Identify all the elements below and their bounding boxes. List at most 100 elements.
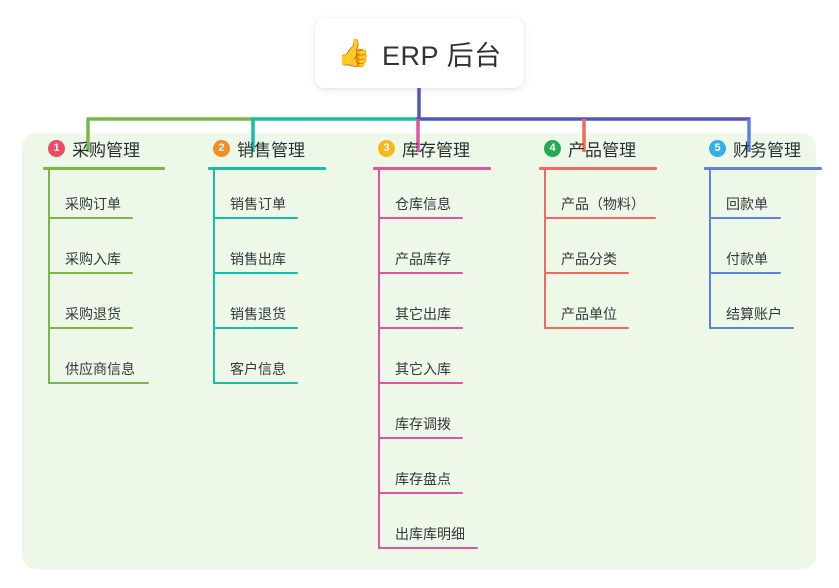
menu-item[interactable]: 采购入库 bbox=[33, 225, 203, 280]
category-title-1: 采购管理 bbox=[72, 140, 140, 160]
menu-item-label: 其它出库 bbox=[395, 306, 451, 322]
category-badge-4: 4 bbox=[544, 139, 561, 157]
category-header-3[interactable]: 3 库存管理 bbox=[363, 133, 533, 163]
category-header-5[interactable]: 5 财务管理 bbox=[694, 133, 839, 163]
menu-item[interactable]: 其它出库 bbox=[363, 280, 533, 335]
menu-item[interactable]: 出库库明细 bbox=[363, 500, 533, 555]
menu-item-label: 仓库信息 bbox=[395, 196, 451, 212]
menu-item-underline bbox=[378, 382, 463, 384]
category-title-5: 财务管理 bbox=[733, 140, 801, 160]
menu-item-underline bbox=[544, 272, 629, 274]
category-column-4: 4 产品管理产品（物料） 产品分类产品单位 bbox=[529, 133, 699, 335]
category-underline-4 bbox=[539, 167, 657, 170]
menu-item-underline bbox=[378, 547, 478, 549]
menu-item-underline bbox=[378, 217, 463, 219]
category-items-1: 采购订单采购入库采购退货供应商信息 bbox=[33, 170, 203, 390]
menu-item-underline bbox=[48, 217, 133, 219]
category-column-1: 1 采购管理采购订单采购入库采购退货供应商信息 bbox=[33, 133, 203, 390]
menu-item-label: 出库库明细 bbox=[395, 526, 465, 542]
menu-item-underline bbox=[378, 437, 463, 439]
menu-item-label: 结算账户 bbox=[726, 306, 782, 322]
menu-item-label: 采购入库 bbox=[65, 251, 121, 267]
category-badge-5: 5 bbox=[709, 139, 726, 157]
menu-item[interactable]: 客户信息 bbox=[198, 335, 368, 390]
menu-item-underline bbox=[48, 382, 149, 384]
menu-item-label: 付款单 bbox=[726, 251, 768, 267]
root-node-content: 👍 ERP 后台 bbox=[337, 34, 501, 73]
category-items-4: 产品（物料） 产品分类产品单位 bbox=[529, 170, 699, 335]
menu-item-underline bbox=[213, 327, 298, 329]
menu-item[interactable]: 产品分类 bbox=[529, 225, 699, 280]
menu-item-underline bbox=[213, 217, 298, 219]
category-column-5: 5 财务管理回款单付款单结算账户 bbox=[694, 133, 839, 335]
menu-item-underline bbox=[48, 272, 133, 274]
menu-item[interactable]: 销售出库 bbox=[198, 225, 368, 280]
menu-item[interactable]: 销售退货 bbox=[198, 280, 368, 335]
menu-item-label: 产品库存 bbox=[395, 251, 451, 267]
menu-item[interactable]: 销售订单 bbox=[198, 170, 368, 225]
category-title-3: 库存管理 bbox=[402, 140, 470, 160]
item-spine-3 bbox=[378, 170, 380, 549]
menu-item-label: 产品单位 bbox=[561, 306, 617, 322]
menu-item[interactable]: 回款单 bbox=[694, 170, 839, 225]
category-underline-3 bbox=[373, 167, 491, 170]
category-badge-1: 1 bbox=[48, 139, 65, 157]
menu-item-underline bbox=[378, 272, 463, 274]
menu-item-label: 销售退货 bbox=[230, 306, 286, 322]
menu-item-label: 产品（物料） bbox=[561, 196, 645, 212]
category-title-4: 产品管理 bbox=[568, 140, 636, 160]
menu-item[interactable]: 其它入库 bbox=[363, 335, 533, 390]
menu-item[interactable]: 产品单位 bbox=[529, 280, 699, 335]
menu-item-label: 库存盘点 bbox=[395, 471, 451, 487]
menu-item-label: 产品分类 bbox=[561, 251, 617, 267]
category-badge-3: 3 bbox=[378, 139, 395, 157]
menu-item-underline bbox=[544, 217, 656, 219]
menu-item[interactable]: 库存调拨 bbox=[363, 390, 533, 445]
menu-item-label: 采购订单 bbox=[65, 196, 121, 212]
category-underline-2 bbox=[208, 167, 326, 170]
menu-item[interactable]: 付款单 bbox=[694, 225, 839, 280]
item-spine-2 bbox=[213, 170, 215, 384]
menu-item[interactable]: 仓库信息 bbox=[363, 170, 533, 225]
menu-item-underline bbox=[709, 272, 781, 274]
category-column-3: 3 库存管理仓库信息产品库存其它出库其它入库库存调拨库存盘点出库库明细 bbox=[363, 133, 533, 555]
thumbs-up-icon: 👍 bbox=[337, 37, 372, 68]
category-header-4[interactable]: 4 产品管理 bbox=[529, 133, 699, 163]
category-underline-1 bbox=[43, 167, 165, 170]
menu-item-underline bbox=[709, 217, 781, 219]
category-header-1[interactable]: 1 采购管理 bbox=[33, 133, 203, 163]
menu-item-label: 其它入库 bbox=[395, 361, 451, 377]
menu-item-underline bbox=[378, 327, 463, 329]
item-spine-1 bbox=[48, 170, 50, 384]
menu-item-underline bbox=[48, 327, 133, 329]
item-spine-4 bbox=[544, 170, 546, 329]
menu-item[interactable]: 供应商信息 bbox=[33, 335, 203, 390]
menu-item-label: 客户信息 bbox=[230, 361, 286, 377]
category-items-2: 销售订单销售出库销售退货客户信息 bbox=[198, 170, 368, 390]
category-items-5: 回款单付款单结算账户 bbox=[694, 170, 839, 335]
menu-item-label: 采购退货 bbox=[65, 306, 121, 322]
category-underline-5 bbox=[704, 167, 822, 170]
menu-item[interactable]: 采购退货 bbox=[33, 280, 203, 335]
menu-item[interactable]: 产品库存 bbox=[363, 225, 533, 280]
menu-item-underline bbox=[709, 327, 794, 329]
menu-item-underline bbox=[213, 382, 298, 384]
menu-item-underline bbox=[213, 272, 298, 274]
menu-item-underline bbox=[544, 327, 629, 329]
menu-item[interactable]: 采购订单 bbox=[33, 170, 203, 225]
diagram-background-panel bbox=[22, 133, 816, 569]
menu-item-underline bbox=[378, 492, 463, 494]
root-node-erp-backend[interactable]: 👍 ERP 后台 bbox=[315, 18, 524, 88]
menu-item-label: 回款单 bbox=[726, 196, 768, 212]
menu-item[interactable]: 库存盘点 bbox=[363, 445, 533, 500]
menu-item-label: 库存调拨 bbox=[395, 416, 451, 432]
root-node-title: ERP 后台 bbox=[382, 40, 502, 71]
menu-item[interactable]: 结算账户 bbox=[694, 280, 839, 335]
connector-lines bbox=[86, 88, 751, 152]
menu-item[interactable]: 产品（物料） bbox=[529, 170, 699, 225]
item-spine-5 bbox=[709, 170, 711, 329]
menu-item-label: 销售订单 bbox=[230, 196, 286, 212]
